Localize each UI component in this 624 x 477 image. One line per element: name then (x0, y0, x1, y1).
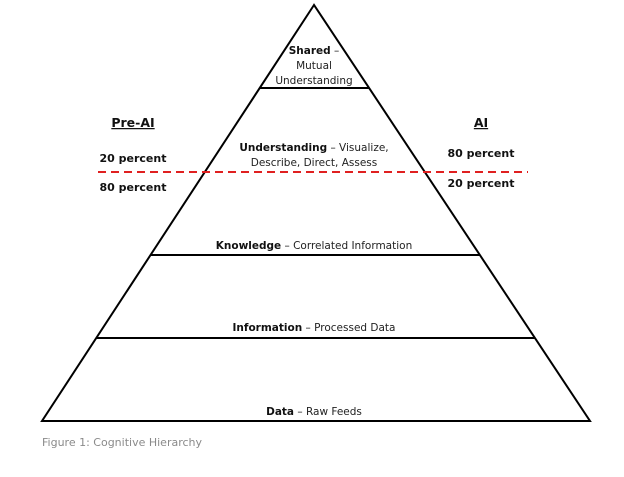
pre-ai-header: Pre-AI (111, 115, 154, 130)
level-information: Information – Processed Data (233, 322, 396, 334)
level-understanding-line2: Describe, Direct, Assess (251, 157, 377, 169)
pyramid-outline (40, 3, 592, 422)
level-knowledge: Knowledge – Correlated Information (216, 240, 412, 252)
level-shared-line2: Mutual (296, 60, 332, 72)
ai-above-percent: 80 percent (448, 147, 515, 160)
level-shared-line1: Shared – (289, 45, 340, 57)
pre-ai-above-percent: 20 percent (100, 152, 167, 165)
pre-ai-below-percent: 80 percent (100, 181, 167, 194)
level-shared-line3: Understanding (275, 75, 352, 87)
ai-header: AI (474, 115, 488, 130)
level-understanding-line1: Understanding – Visualize, (239, 142, 388, 154)
level-data: Data – Raw Feeds (266, 406, 362, 418)
ai-below-percent: 20 percent (448, 177, 515, 190)
figure-caption: Figure 1: Cognitive Hierarchy (42, 436, 203, 449)
